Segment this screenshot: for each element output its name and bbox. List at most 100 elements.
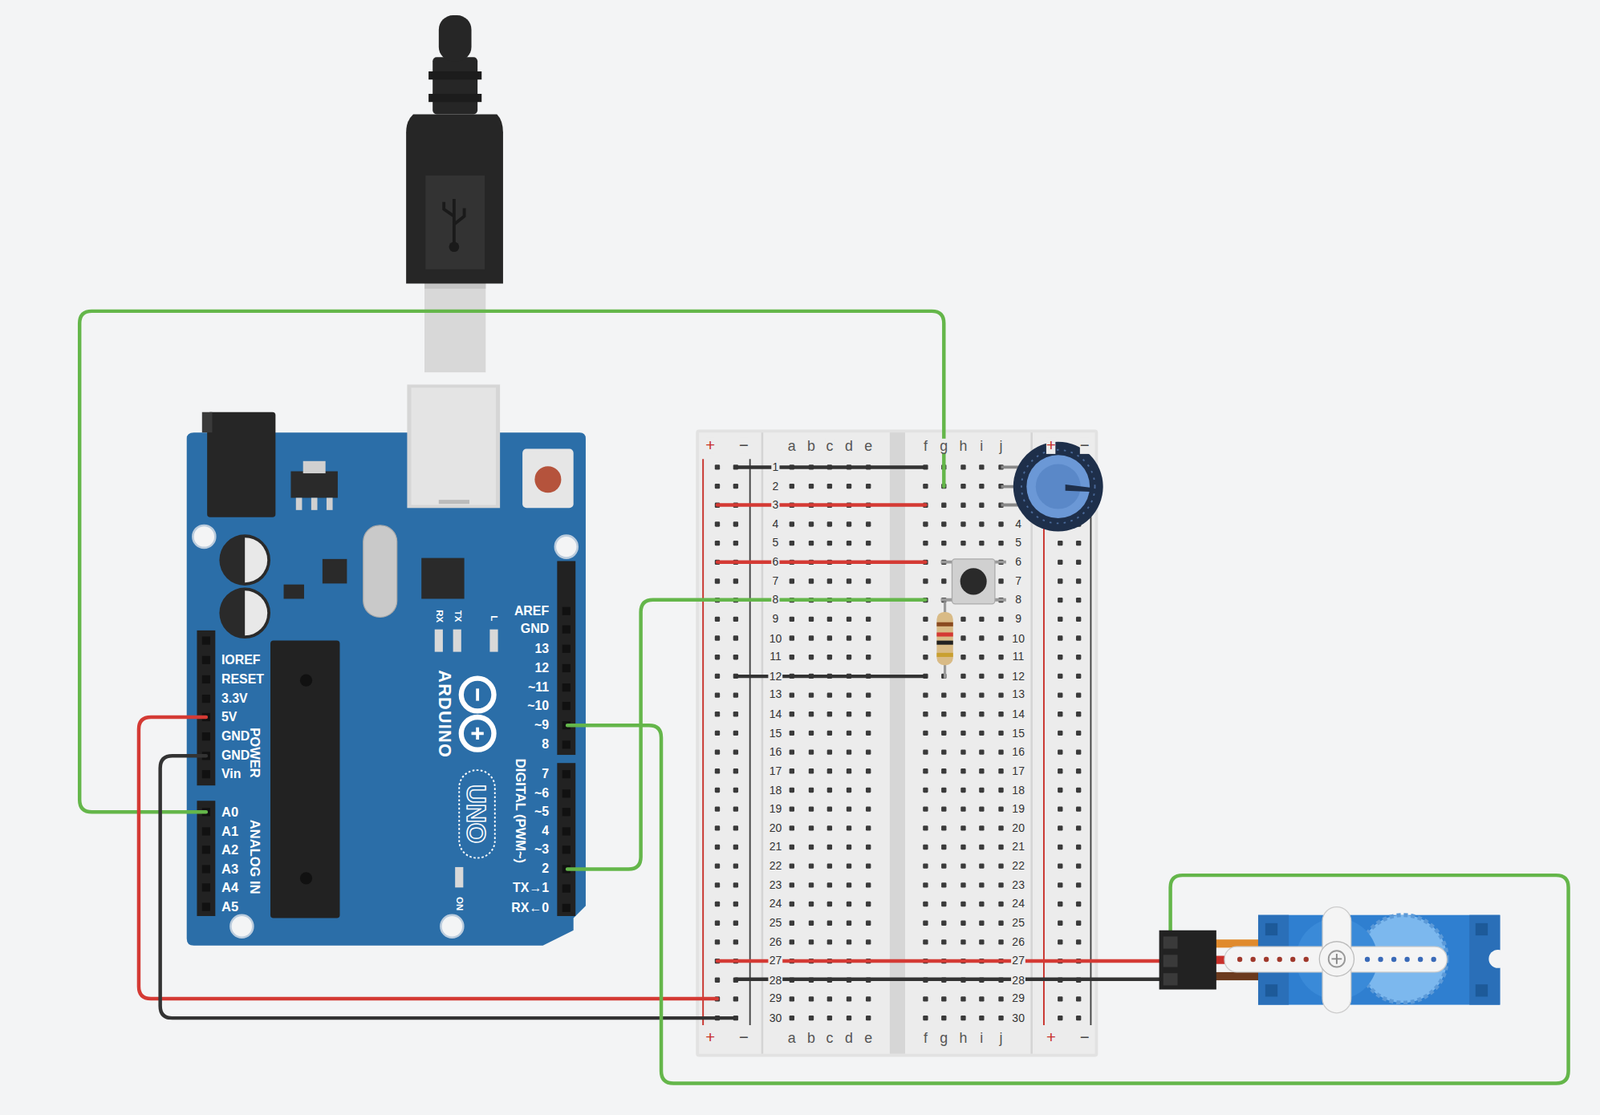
breadboard-hole: [1076, 635, 1081, 641]
breadboard-hole: [998, 711, 1004, 717]
breadboard-hole: [865, 768, 871, 774]
usb-cable: [406, 15, 504, 373]
breadboard-hole: [733, 806, 739, 812]
row-number: 11: [1011, 651, 1026, 663]
breadboard-hole: [846, 654, 852, 660]
row-number: 8: [1014, 594, 1023, 606]
row-number: 25: [767, 917, 783, 930]
horn-hole: [1290, 957, 1296, 963]
breadboard-hole: [808, 635, 814, 641]
breadboard-hole: [978, 844, 984, 850]
breadboard-hole: [978, 464, 984, 470]
row-number: 26: [1011, 936, 1026, 948]
breadboard-hole: [733, 844, 739, 850]
breadboard-hole: [846, 882, 852, 888]
breadboard-hole: [808, 768, 814, 774]
led-label: TX: [452, 610, 462, 623]
arduino-board: [186, 384, 586, 946]
breadboard-hole: [941, 939, 947, 945]
breadboard-hole: [808, 654, 814, 660]
row-number: 3: [771, 499, 780, 512]
breadboard-hole: [827, 901, 833, 907]
breadboard-hole: [960, 825, 966, 831]
column-letter: h: [958, 1030, 968, 1045]
breadboard-hole: [1076, 560, 1081, 565]
breadboard-hole: [846, 825, 852, 831]
row-number: 18: [1011, 784, 1026, 796]
breadboard-hole: [808, 806, 814, 812]
breadboard-hole: [865, 711, 871, 717]
breadboard-hole: [789, 1015, 795, 1021]
breadboard-hole: [960, 844, 966, 850]
led-label: RX: [434, 609, 443, 623]
breadboard-hole: [1057, 711, 1063, 717]
row-number: 25: [1011, 917, 1026, 930]
column-letter: g: [938, 438, 949, 454]
breadboard-hole: [846, 730, 852, 736]
horn-hole: [1431, 957, 1437, 963]
breadboard-hole: [789, 787, 795, 793]
row-number: 4: [771, 518, 780, 530]
breadboard-hole: [865, 882, 871, 888]
breadboard-hole: [827, 692, 833, 698]
horn-hole: [1417, 957, 1423, 963]
breadboard-hole: [808, 844, 814, 850]
breadboard-hole: [733, 901, 739, 907]
row-number: 23: [767, 879, 783, 891]
breadboard-hole: [827, 921, 833, 926]
breadboard-hole: [827, 939, 833, 945]
breadboard-hole: [941, 749, 947, 755]
breadboard-hole: [846, 844, 852, 850]
breadboard-hole: [941, 901, 947, 907]
breadboard-hole: [1076, 730, 1081, 736]
resistor-symbol: [936, 601, 953, 679]
column-letter: e: [863, 1030, 874, 1045]
breadboard-hole: [960, 864, 966, 870]
breadboard-hole: [1057, 901, 1063, 907]
horn-hole: [1404, 957, 1410, 963]
breadboard-hole: [827, 521, 833, 527]
breadboard-hole: [846, 521, 852, 527]
breadboard-hole: [978, 540, 984, 546]
breadboard-hole: [789, 844, 795, 850]
breadboard-hole: [714, 483, 720, 489]
breadboard-hole: [998, 768, 1004, 774]
pin-label: ~5: [534, 805, 549, 819]
breadboard-hole: [960, 503, 966, 508]
column-letter: d: [844, 1030, 854, 1045]
breadboard-hole: [960, 787, 966, 793]
row-number: 16: [1011, 747, 1026, 759]
header-pin: [562, 827, 571, 836]
breadboard-hole: [941, 540, 947, 546]
pin-label: 5V: [221, 710, 237, 724]
breadboard-hole: [978, 864, 984, 870]
breadboard-hole: [960, 654, 966, 660]
breadboard-hole: [714, 978, 720, 983]
pin-label: GND: [221, 749, 250, 763]
header-pin: [562, 845, 571, 854]
header-pin: [202, 883, 211, 892]
breadboard-hole: [998, 901, 1004, 907]
breadboard-hole: [827, 654, 833, 660]
row-number: 10: [767, 633, 783, 645]
breadboard-hole: [808, 540, 814, 546]
breadboard-hole: [808, 749, 814, 755]
pin-label: 3.3V: [221, 692, 248, 706]
breadboard-hole: [978, 617, 984, 622]
breadboard-hole: [808, 901, 814, 907]
breadboard-hole: [1076, 597, 1081, 603]
breadboard-hole: [1057, 749, 1063, 755]
header-pin: [562, 789, 571, 798]
breadboard-hole: [714, 787, 720, 793]
breadboard-hole: [978, 521, 984, 527]
breadboard-hole: [714, 540, 720, 546]
breadboard-hole: [1057, 617, 1063, 622]
led-label: L: [489, 615, 499, 622]
breadboard-hole: [1057, 674, 1063, 679]
row-number: 6: [1014, 556, 1023, 569]
column-letter: f: [922, 438, 929, 454]
breadboard-hole: [846, 768, 852, 774]
breadboard-hole: [998, 864, 1004, 870]
breadboard-hole: [922, 540, 928, 546]
